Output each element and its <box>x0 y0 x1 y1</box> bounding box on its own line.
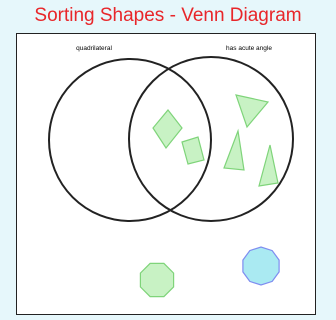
shape-decagon[interactable] <box>242 246 280 286</box>
set-label-acute-angle: has acute angle <box>226 45 272 52</box>
shape-triangle-2[interactable] <box>223 128 245 171</box>
shape-octagon[interactable] <box>139 262 175 298</box>
circle-quadrilateral <box>48 58 212 222</box>
page-title: Sorting Shapes - Venn Diagram <box>34 5 302 26</box>
shape-parallelogram[interactable] <box>181 136 205 165</box>
shape-triangle-3[interactable] <box>258 144 279 187</box>
circle-acute-angle <box>128 56 294 222</box>
shape-triangle-1[interactable] <box>235 94 270 129</box>
shape-rhombus[interactable] <box>152 109 183 150</box>
set-label-quadrilateral: quadrilateral <box>76 45 112 52</box>
